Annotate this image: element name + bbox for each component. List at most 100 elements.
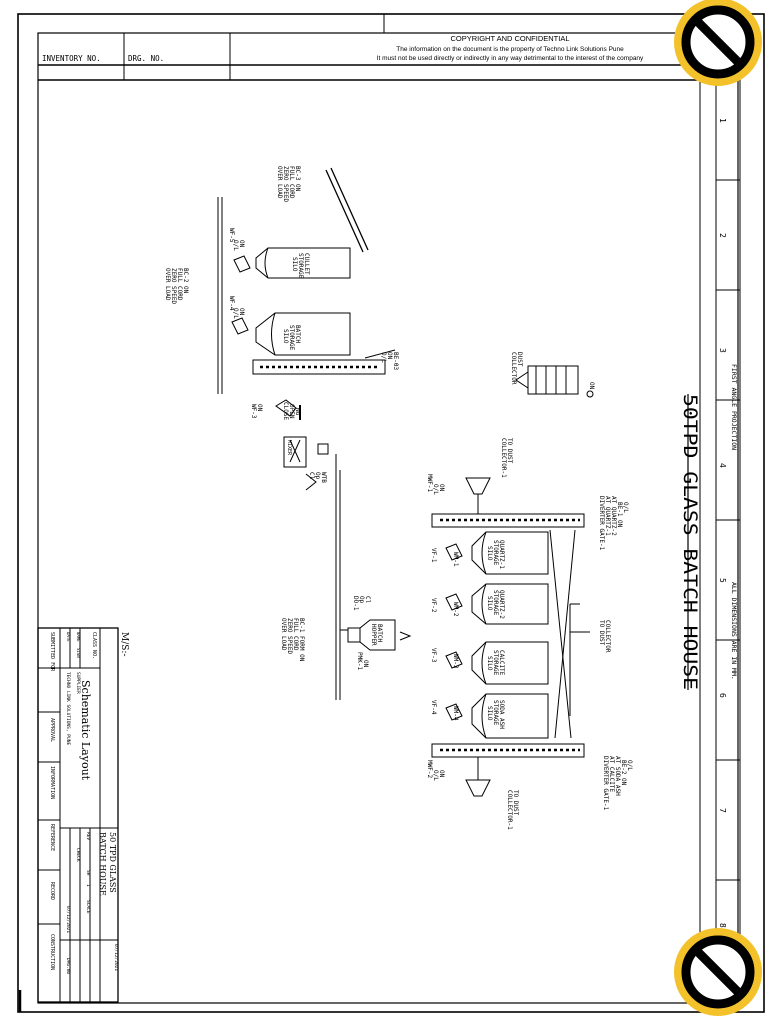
to-dust-mid-label: TO DUST COLLECTOR <box>598 620 611 653</box>
grid-number: 5 <box>718 578 727 583</box>
class-no-label: CLASS NO. <box>91 632 97 659</box>
grid-number: 7 <box>718 808 727 813</box>
bc3-on-label: BC-3 ON <box>294 166 301 192</box>
diverter-text: AT QUARTZ-2 <box>610 496 617 536</box>
wf4-tag: WF-4 <box>228 296 235 311</box>
silo-text: QUARTZ-2 <box>498 590 505 619</box>
wf3-label: ON WF-3 <box>250 404 263 419</box>
diverter-text: O/L <box>622 502 629 513</box>
ng-open: OPEN <box>288 404 295 419</box>
cullet-silo-label: CULLET STORAGE SILO <box>291 253 310 279</box>
do1-cl: Cl <box>364 596 371 604</box>
project-line-2: BATCH HOUSE <box>98 832 107 896</box>
wtb-tag: WTB <box>320 472 327 483</box>
silo-text: CULLET <box>303 253 310 275</box>
information-label: INFORMATION <box>49 766 55 799</box>
be03-ol: O/L <box>380 352 387 363</box>
construction-label: CONSTRUCTION <box>49 934 55 970</box>
grid-number: 1 <box>718 118 727 123</box>
upper-equipment <box>217 167 594 700</box>
bc2-status-block: BC-2 ON FULL CORD ZERO SPEED OVER LOAD <box>164 268 189 305</box>
wtb-op: Op <box>314 472 321 480</box>
bc1-zero-speed-label: ZERO SPEED <box>286 618 293 655</box>
mwf1-ol: O/L <box>432 484 439 495</box>
wm1-label: WM-1 <box>452 552 459 567</box>
ms-label: M/S:- <box>119 632 129 657</box>
silo-text: STORAGE <box>297 253 304 279</box>
mwf2-on: ON <box>438 770 445 778</box>
lower-equipment <box>340 477 590 797</box>
soda-ash-silo-label: SODA ASH STORAGE SILO <box>486 700 505 729</box>
mwf1-tag: MWF-1 <box>426 474 433 492</box>
calcite-silo-label: CALCITE STORAGE SILO <box>486 650 505 676</box>
silo-text: SILO <box>486 656 493 671</box>
scale-label: SCALE <box>85 900 91 914</box>
bc2-over-load-label: OVER LOAD <box>164 268 171 301</box>
sheet-border <box>17 13 765 1013</box>
vf3-label: VF-3 <box>430 648 437 663</box>
diverter-text: DIVERTER GATE-1 <box>602 756 609 811</box>
copyright-line-2: It must not be used directly or indirect… <box>377 55 644 62</box>
name-label: NAME <box>76 632 81 642</box>
dust-collector-text: COLLECTOR <box>510 352 517 385</box>
vf1-label: VF-1 <box>430 548 437 563</box>
quartz1-silo-label: QUARTZ-1 STORAGE SILO <box>486 540 505 569</box>
silo-text: CALCITE <box>498 650 505 676</box>
silo-text: STORAGE <box>492 700 499 726</box>
wm2-label: WM-2 <box>452 602 459 617</box>
to-dust-text: COLLECTOR <box>604 620 611 653</box>
dust-collector-text: DUST <box>516 352 523 367</box>
be03-label: BE-03 ON O/L <box>380 352 399 370</box>
to-dust-text: TO DUST <box>598 620 605 646</box>
silo-text: SILO <box>486 596 493 611</box>
projection-label: FIRST ANGLE PROJECTION <box>730 364 738 450</box>
bc3-zero-speed-label: ZERO SPEED <box>282 166 289 203</box>
ng-open-close-label: NG OPEN CLOSE <box>282 402 301 420</box>
ng-close: CLOSE <box>282 402 289 420</box>
wm3-label: WM-3 <box>452 654 459 669</box>
mwf2-tag: MWF-2 <box>426 760 433 778</box>
diverter-text: AT SODA ASH <box>614 756 621 796</box>
diverter-text: BE-2 ON <box>620 760 627 786</box>
bc1-full-cord-label: FULL CORD <box>292 618 299 651</box>
upper-labels: BC-3 ON FULL CORD ZERO SPEED OVER LOAD C… <box>164 166 595 483</box>
silo-text: SILO <box>282 329 289 344</box>
to-dust-text: COLLECTOR-1 <box>506 790 513 830</box>
grid-number: 4 <box>718 463 727 468</box>
silo-text: STORAGE <box>492 540 499 566</box>
silo-text: SODA ASH <box>498 700 505 729</box>
bc3-full-cord-label: FULL CORD <box>288 166 295 199</box>
record-label: RECORD <box>49 882 55 900</box>
drawing-title: Schematic Layout <box>79 680 92 781</box>
do1-label: DO-1 Op Cl <box>352 596 371 611</box>
wtb-label: WTB Op Cl <box>308 472 327 483</box>
wtb-cl: Cl <box>308 472 315 480</box>
to-dust-top-label: TO DUST COLLECTOR-1 <box>500 438 513 478</box>
mixer-text: MIXER <box>286 440 292 456</box>
grid-number: 6 <box>718 693 727 698</box>
diverter-text: DIVERTER GATE-1 <box>598 496 605 551</box>
rev-label: REV <box>85 832 91 840</box>
date-value: 07/12/2021 <box>65 906 71 933</box>
dimensions-label: ALL DIMENSIONS ARE IN MM. <box>730 582 738 680</box>
submitted-for-label: SUBMITTED FOR <box>49 632 55 672</box>
supplier-label: SUPPLIER <box>75 672 81 694</box>
wf3-tag: WF-3 <box>250 404 257 419</box>
ng-tag: NG <box>294 408 301 416</box>
title-block <box>37 627 119 1003</box>
bc2-zero-speed-label: ZERO SPEED <box>170 268 177 305</box>
approval-label: APPROVAL <box>49 718 55 742</box>
be03-on: ON <box>386 352 393 360</box>
sh-label: SH <box>85 870 91 876</box>
to-dust-bot-label: TO DUST COLLECTOR-1 <box>506 790 519 830</box>
diverter-text: AT CALCITE <box>608 756 615 793</box>
be03-tag: BE-03 <box>392 352 399 370</box>
main-title: 50TPD GLASS BATCH HOUSE <box>679 394 701 690</box>
wf4-on: ON <box>238 308 245 316</box>
pmk1-label: ON PMK-1 <box>356 652 369 670</box>
no-sign-icon <box>674 0 762 86</box>
date-value-top: 07/12/2021 <box>113 944 119 971</box>
grid-strip <box>715 65 741 1000</box>
